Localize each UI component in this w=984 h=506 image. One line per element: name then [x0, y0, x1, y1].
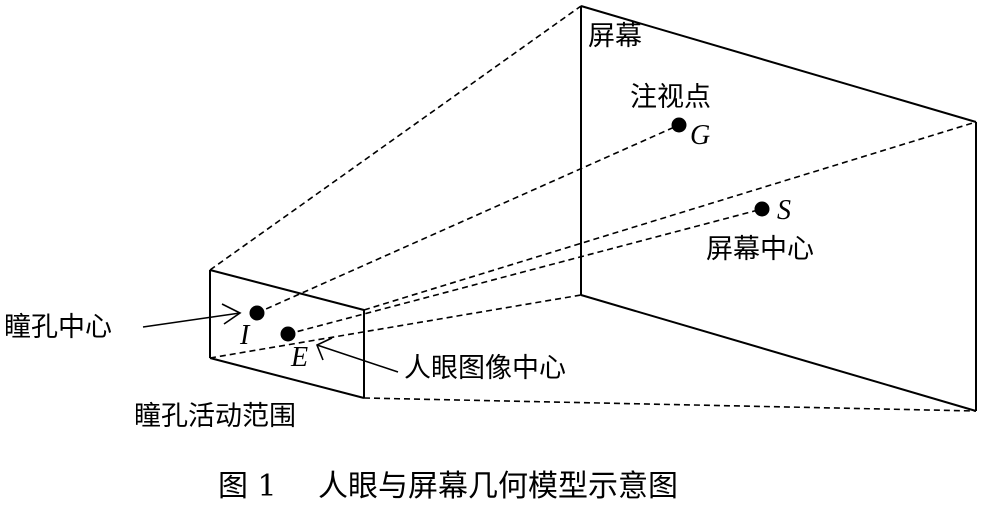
pupil-symbol: I [239, 320, 251, 351]
gaze-point-label: 注视点 [630, 82, 711, 113]
gaze-line-I-to-G [256, 124, 680, 314]
eye-image-center-label: 人眼图像中心 [404, 353, 566, 384]
range-edge-top [209, 269, 365, 311]
eye-image-center-symbol: E [290, 342, 308, 373]
pupil-range-plane [209, 269, 365, 399]
gaze-point-symbol: G [690, 120, 710, 151]
screen-center-dot [754, 201, 770, 217]
range-edge-bottom [209, 357, 365, 399]
pupil-center-label: 瞳孔中心 [4, 312, 112, 343]
figure-caption: 人眼与屏幕几何模型示意图 [318, 469, 678, 504]
screen-center-symbol: S [777, 195, 791, 226]
projection-line-bottom-left [209, 294, 582, 359]
projection-line-bottom-right [363, 397, 977, 412]
pupil-center-arrow [142, 303, 242, 328]
screen-edge-top [580, 5, 977, 123]
screen-edge-bottom [580, 294, 977, 412]
pupil-range-label: 瞳孔活动范围 [134, 401, 296, 432]
projection-lines [209, 5, 977, 412]
figure-number: 图 1 [218, 469, 277, 504]
eye-image-center-dot [280, 326, 296, 342]
gaze-point-dot [671, 117, 687, 133]
center-line-E-to-S [287, 208, 763, 335]
screen-center-label: 屏幕中心 [706, 234, 814, 265]
screen-label: 屏幕 [588, 21, 642, 52]
pupil-center-dot [249, 305, 265, 321]
projection-line-top-right [363, 121, 977, 311]
screen-plane [580, 5, 977, 412]
eye-image-center-arrow [315, 337, 399, 373]
projection-line-top-left [209, 5, 582, 271]
